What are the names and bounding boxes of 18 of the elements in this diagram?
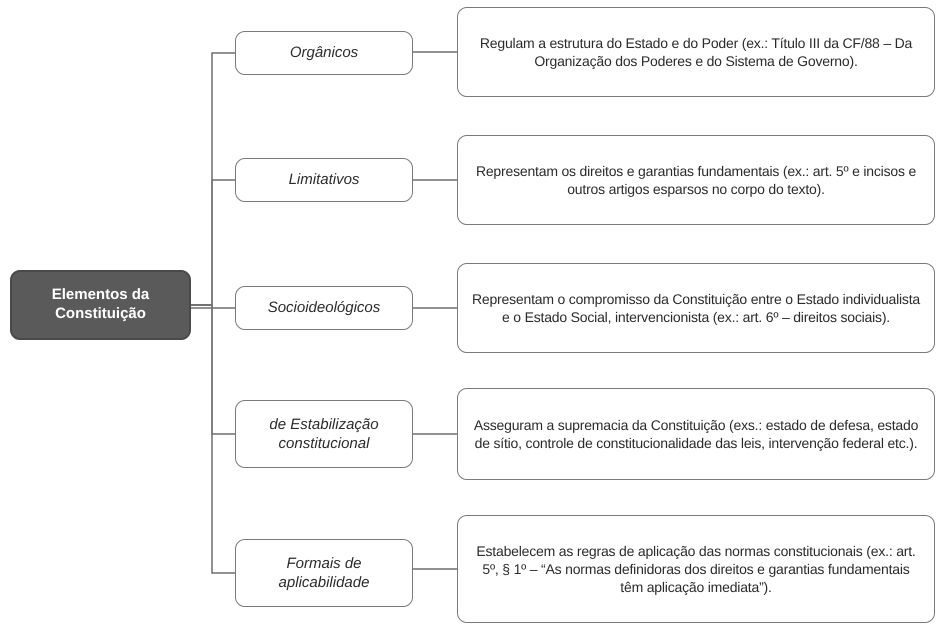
connector-line — [413, 433, 457, 435]
category-box: Orgânicos — [235, 31, 413, 75]
connector-line — [191, 307, 235, 309]
connector-line — [413, 51, 457, 53]
description-box: Regulam a estrutura do Estado e do Poder (ex.: Título III da CF/88 – Da Organização dos Poderes e do Sistema de Governo). — [457, 7, 935, 97]
description-box: Estabelecem as regras de aplicação das normas constitucionais (ex.: art. 5º, § 1º – “As normas definidoras dos direitos e garantias fundamentais têm aplicação imediata”). — [457, 515, 935, 623]
category-box: Formais de aplicabilidade — [235, 539, 413, 607]
root-box: Elementos da Constituição — [10, 270, 191, 340]
connector-line — [413, 568, 457, 570]
connector-line — [413, 179, 457, 181]
description-box: Representam o compromisso da Constituição entre o Estado individualista e o Estado Social, intervencionista (ex.: art. 6º – direitos sociais). — [457, 263, 935, 353]
description-box: Asseguram a supremacia da Constituição (exs.: estado de defesa, estado de sítio, controle de constitucionalidade das leis, intervenção federal etc.). — [457, 388, 935, 480]
connector-line — [413, 307, 457, 309]
connector-line — [191, 304, 235, 574]
description-box: Representam os direitos e garantias fundamentais (ex.: art. 5º e incisos e outros artigos esparsos no corpo do texto). — [457, 135, 935, 225]
category-box: de Estabilização constitucional — [235, 400, 413, 468]
category-box: Limitativos — [235, 158, 413, 202]
category-box: Socioideológicos — [235, 286, 413, 330]
